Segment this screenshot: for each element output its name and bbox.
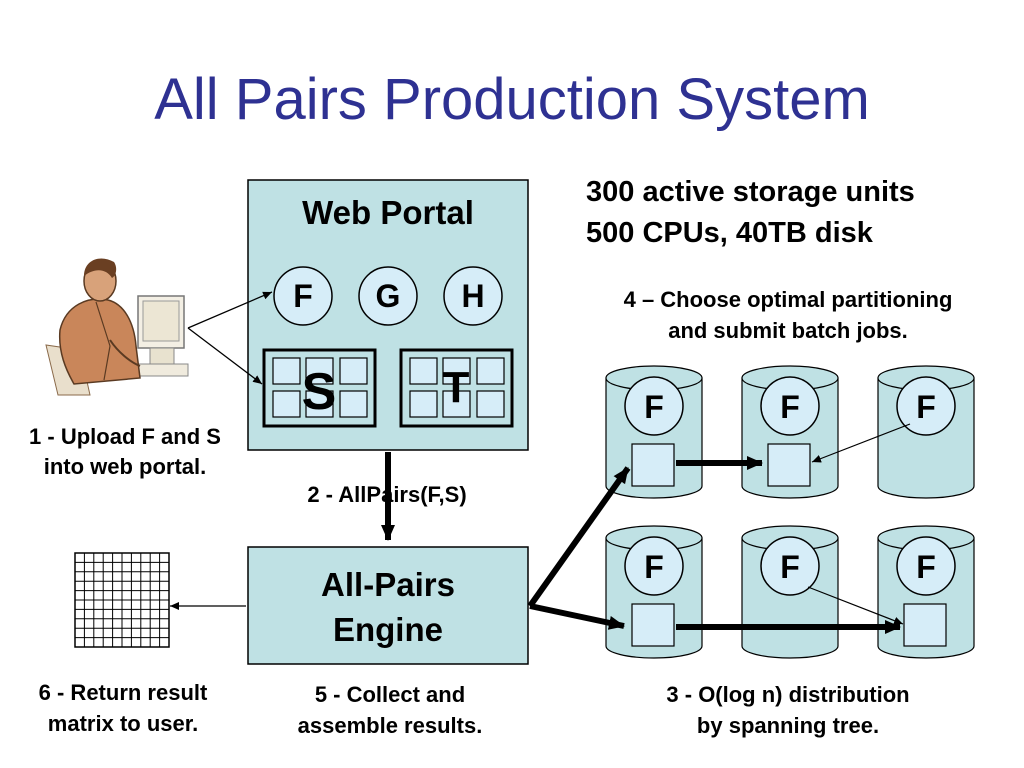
storage-file-label: F [780,549,800,585]
portal-file-f: F [273,266,333,326]
portal-set-s: S [262,348,377,428]
task-square [903,603,947,647]
portal-file-g-label: G [376,278,401,314]
storage-file-label: F [916,549,936,585]
portal-file-f-label: F [293,278,313,314]
portal-file-h-label: H [461,278,484,314]
storage-file-label: F [916,389,936,425]
user-at-computer-icon [45,258,189,396]
storage-file-node [624,376,684,436]
portal-file-g: G [358,266,418,326]
portal-file-h: H [443,266,503,326]
step-1-caption-line-1: 1 - Upload F and S [29,424,221,449]
all-pairs-engine-box [247,546,529,665]
task-square [631,603,675,647]
storage-file-label: F [644,389,664,425]
web-portal-title: Web Portal [302,194,474,231]
engine-to-storage-bottom-arrow [529,603,625,630]
storage-file-node [896,376,956,436]
upload-arrow-s [187,327,263,385]
stats-line-2: 500 CPUs, 40TB disk [586,217,873,249]
upload-arrow-f [187,291,273,329]
task-square [631,443,675,487]
file-to-task-arrow-bottom [807,586,904,625]
step-4-caption-line-1: 4 – Choose optimal partitioning [624,287,953,312]
storage-unit: F [877,525,975,659]
storage-unit: F [877,365,975,499]
storage-file-node [624,536,684,596]
storage-file-label: F [644,549,664,585]
portal-set-s-label: S [302,363,337,421]
step-4-caption-line-2: and submit batch jobs. [668,318,908,343]
portal-set-t-label: T [443,363,470,412]
engine-label-line-2: Engine [333,611,443,648]
step-1-caption-line-2: into web portal. [44,454,207,479]
stats-line-1: 300 active storage units [586,176,915,208]
step-3-caption-line-2: by spanning tree. [697,713,879,738]
step-6-caption-line-1: 6 - Return result [39,680,208,705]
storage-unit: F [605,365,703,499]
step-3-caption-line-1: 3 - O(log n) distribution [666,682,909,707]
storage-file-label: F [780,389,800,425]
task-square [767,443,811,487]
step-5-caption-line-2: assemble results. [298,713,483,738]
storage-file-node [896,536,956,596]
storage-file-node [760,536,820,596]
stats-block: 300 active storage units 500 CPUs, 40TB … [586,172,915,254]
result-matrix-icon [74,552,170,648]
step-5-caption-line-1: 5 - Collect and [315,682,465,707]
storage-file-node [760,376,820,436]
storage-unit: F [741,525,839,659]
storage-unit: F [605,525,703,659]
page-title: All Pairs Production System [154,67,870,132]
engine-label-line-1: All-Pairs [321,566,455,603]
engine-to-storage-top-arrow [527,466,631,608]
step-2-caption: 2 - AllPairs(F,S) [307,482,466,507]
step-6-caption-line-2: matrix to user. [48,711,198,736]
storage-units: F F F F F F [605,365,975,659]
storage-unit: F [741,365,839,499]
portal-set-t: T [399,348,514,428]
file-to-task-arrow-top [811,423,911,463]
